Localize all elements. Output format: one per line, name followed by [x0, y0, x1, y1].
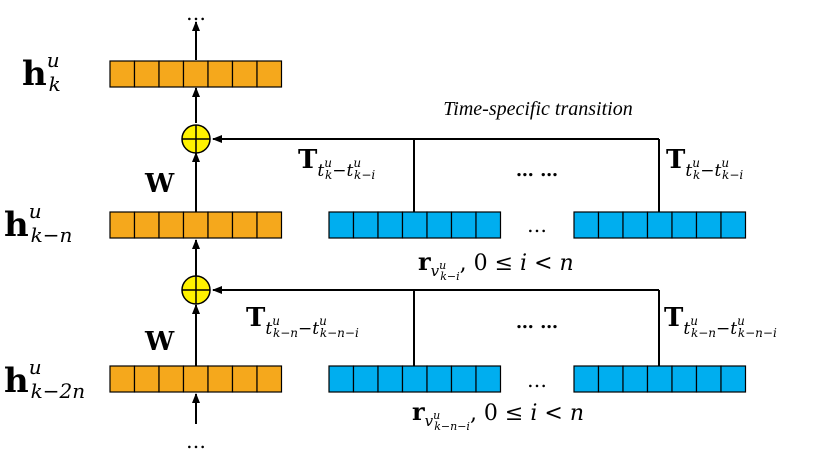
- vector-cell: [231, 365, 258, 393]
- adder-lower: [181, 275, 211, 305]
- vector-cell: [426, 365, 453, 393]
- vector-cell: [133, 60, 160, 88]
- weight-W-lower: W: [144, 327, 175, 357]
- vector-cell: [352, 365, 379, 393]
- vector-cell: [622, 211, 649, 239]
- input-vector-lower-2: [573, 365, 747, 393]
- mid-ellipsis-upper: …: [527, 213, 547, 237]
- vector-cell: [158, 60, 185, 88]
- vector-cell: [695, 365, 722, 393]
- vector-cell: [109, 211, 136, 239]
- vector-cell: [256, 365, 283, 393]
- hidden-state-h-k-2n: [109, 365, 283, 393]
- bottom-ellipsis: …: [186, 429, 206, 453]
- vector-cell: [475, 365, 502, 393]
- vector-cell: [573, 211, 600, 239]
- vector-cell: [377, 211, 404, 239]
- mid-ellipsis-lower: …: [527, 368, 547, 392]
- vector-cell: [720, 211, 747, 239]
- input-vector-upper-2: [573, 211, 747, 239]
- vector-cell: [450, 365, 477, 393]
- vector-cell: [182, 60, 209, 88]
- vector-cell: [450, 211, 477, 239]
- vector-cell: [109, 365, 136, 393]
- bold-dots-lower: … …: [516, 312, 558, 333]
- vector-cell: [401, 365, 428, 393]
- adder-upper: [181, 124, 211, 154]
- vector-cell: [182, 365, 209, 393]
- vector-cell: [671, 365, 698, 393]
- vector-cell: [352, 211, 379, 239]
- vector-cell: [377, 365, 404, 393]
- vector-cell: [597, 211, 624, 239]
- weight-W-upper: W: [144, 169, 175, 199]
- vector-cell: [207, 211, 234, 239]
- vector-cell: [256, 211, 283, 239]
- vector-cell: [158, 365, 185, 393]
- vector-cell: [328, 365, 355, 393]
- vector-cell: [401, 211, 428, 239]
- vector-cell: [695, 211, 722, 239]
- hidden-state-h-k: [109, 60, 283, 88]
- top-ellipsis: …: [186, 1, 206, 25]
- vector-cell: [597, 365, 624, 393]
- vector-cell: [133, 211, 160, 239]
- vector-cell: [622, 365, 649, 393]
- hidden-state-h-k-n: [109, 211, 283, 239]
- vector-cell: [207, 365, 234, 393]
- vector-cell: [720, 365, 747, 393]
- vector-cell: [328, 211, 355, 239]
- vector-cell: [207, 60, 234, 88]
- input-vector-upper-1: [328, 211, 502, 239]
- vector-cell: [256, 60, 283, 88]
- bold-dots-upper: … …: [516, 160, 558, 181]
- vector-cell: [182, 211, 209, 239]
- vector-cell: [671, 211, 698, 239]
- vector-cell: [426, 211, 453, 239]
- vector-cell: [158, 211, 185, 239]
- vector-cell: [573, 365, 600, 393]
- vector-cell: [475, 211, 502, 239]
- vector-cell: [231, 60, 258, 88]
- input-vector-lower-1: [328, 365, 502, 393]
- transition-caption: Time-specific transition: [443, 98, 632, 120]
- vector-cell: [646, 211, 673, 239]
- vector-cell: [109, 60, 136, 88]
- vector-cell: [646, 365, 673, 393]
- vector-cell: [231, 211, 258, 239]
- vector-cell: [133, 365, 160, 393]
- vector-group: [109, 60, 747, 393]
